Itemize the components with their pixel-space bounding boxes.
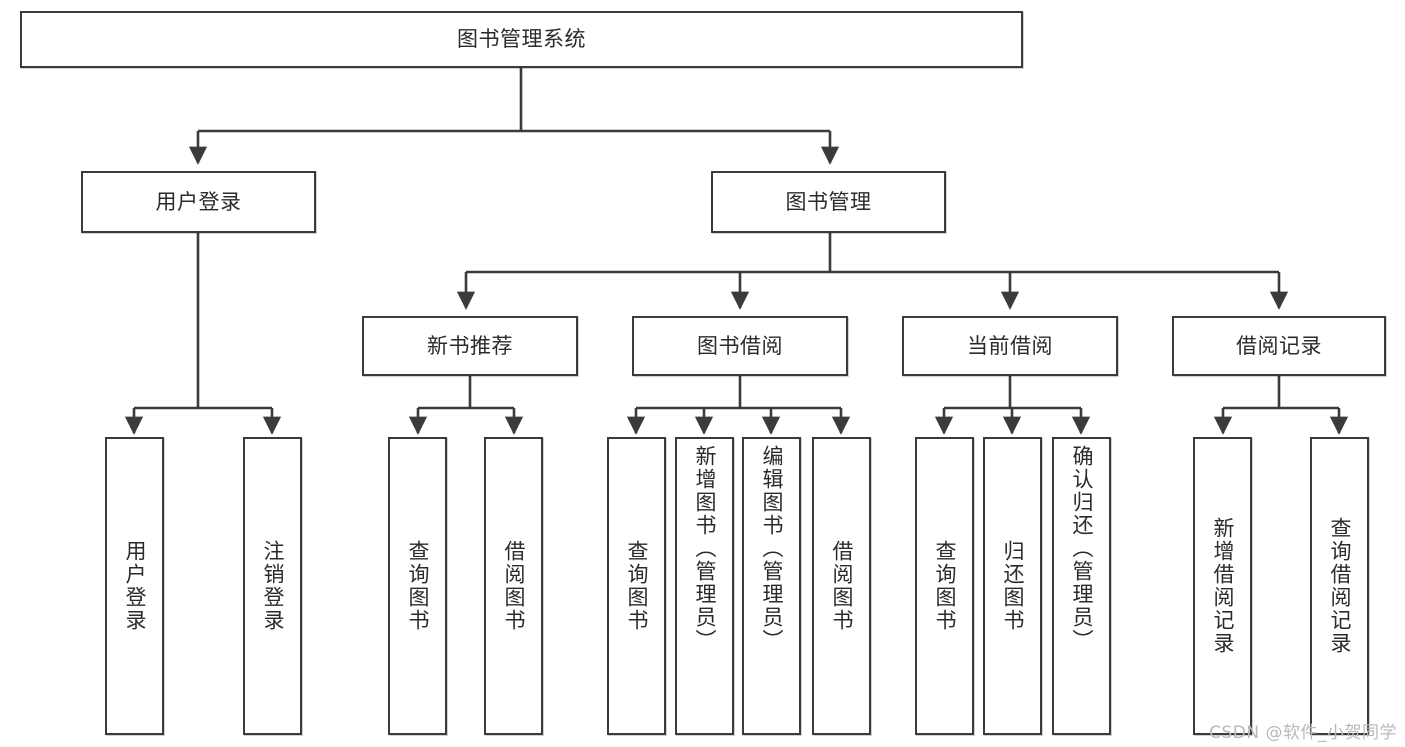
leaf-user-login-login[interactable]: 用户登录 (105, 437, 164, 735)
node-book-management-label: 图书管理 (785, 189, 872, 214)
leaf-label: 注销登录 (261, 540, 285, 632)
leaf-label: 新增图书（管理员） (693, 445, 717, 652)
node-book-management[interactable]: 图书管理 (711, 171, 946, 233)
leaf-label: 新增借阅记录 (1211, 517, 1235, 655)
leaf-new-book-borrow[interactable]: 借阅图书 (484, 437, 543, 735)
leaf-current-borrow-query[interactable]: 查询图书 (915, 437, 974, 735)
node-root[interactable]: 图书管理系统 (20, 11, 1023, 68)
node-book-borrow-label: 图书借阅 (697, 333, 783, 358)
leaf-book-borrow-edit[interactable]: 编辑图书（管理员） (742, 437, 801, 735)
node-current-borrow[interactable]: 当前借阅 (902, 316, 1118, 376)
leaf-user-login-logout[interactable]: 注销登录 (243, 437, 302, 735)
node-new-book-recommend-label: 新书推荐 (427, 333, 513, 358)
leaf-label: 编辑图书（管理员） (760, 445, 784, 652)
node-root-label: 图书管理系统 (457, 27, 586, 52)
leaf-label: 查询借阅记录 (1328, 517, 1352, 655)
leaf-label: 查询图书 (625, 540, 649, 632)
node-user-login[interactable]: 用户登录 (81, 171, 316, 233)
node-user-login-label: 用户登录 (155, 189, 242, 214)
leaf-current-borrow-return[interactable]: 归还图书 (983, 437, 1042, 735)
leaf-label: 借阅图书 (830, 540, 854, 632)
node-borrow-record[interactable]: 借阅记录 (1172, 316, 1386, 376)
leaf-label: 确认归还（管理员） (1070, 445, 1094, 652)
leaf-label: 查询图书 (406, 540, 430, 632)
node-borrow-record-label: 借阅记录 (1236, 333, 1322, 358)
leaf-borrow-record-query[interactable]: 查询借阅记录 (1310, 437, 1369, 735)
leaf-current-borrow-confirm-return[interactable]: 确认归还（管理员） (1052, 437, 1111, 735)
leaf-label: 查询图书 (933, 540, 957, 632)
leaf-borrow-record-add[interactable]: 新增借阅记录 (1193, 437, 1252, 735)
leaf-book-borrow-borrow[interactable]: 借阅图书 (812, 437, 871, 735)
leaf-book-borrow-add[interactable]: 新增图书（管理员） (675, 437, 734, 735)
node-book-borrow[interactable]: 图书借阅 (632, 316, 848, 376)
leaf-label: 归还图书 (1001, 540, 1025, 632)
leaf-label: 借阅图书 (502, 540, 526, 632)
leaf-label: 用户登录 (123, 540, 147, 632)
leaf-new-book-query[interactable]: 查询图书 (388, 437, 447, 735)
node-new-book-recommend[interactable]: 新书推荐 (362, 316, 578, 376)
node-current-borrow-label: 当前借阅 (967, 333, 1053, 358)
leaf-book-borrow-query[interactable]: 查询图书 (607, 437, 666, 735)
